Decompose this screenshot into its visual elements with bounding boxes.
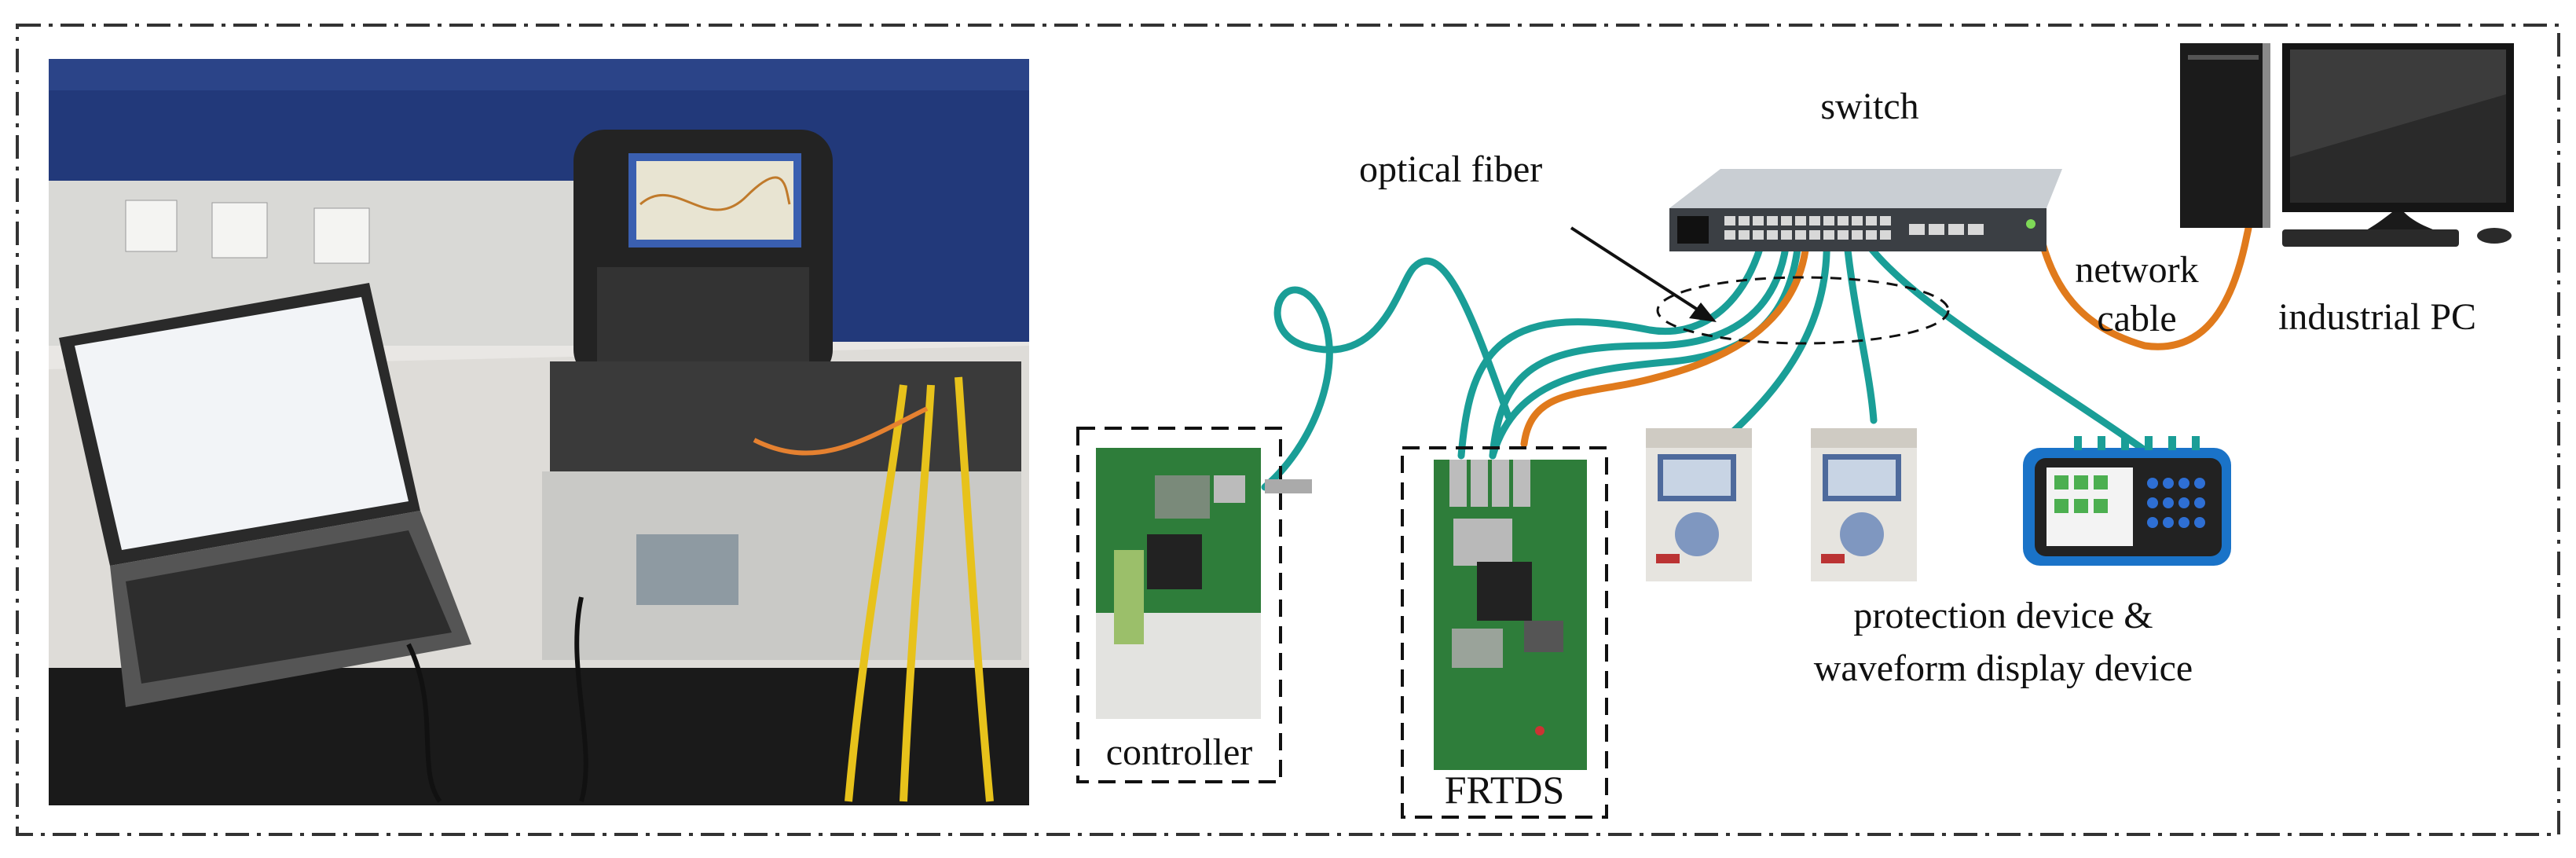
protection-device-icon xyxy=(1811,428,1917,581)
optical-fiber-pointer xyxy=(1570,226,1950,345)
protection-device-icon xyxy=(1646,428,1752,581)
network-cable-label-line2: cable xyxy=(2097,298,2177,339)
industrial-pc-label: industrial PC xyxy=(2278,296,2477,338)
frtds-dashed-box xyxy=(1401,446,1608,819)
pc-tower-icon xyxy=(2180,43,2270,228)
mouse-icon xyxy=(2477,228,2512,244)
waveform-display-device-icon xyxy=(2023,436,2231,566)
network-cable-label-line1: network xyxy=(2075,249,2199,291)
controller-board-icon xyxy=(1096,448,1312,719)
outer-border xyxy=(16,24,2560,836)
devices-label-line2: waveform display device xyxy=(1813,647,2193,689)
switch-icon xyxy=(1669,169,2062,251)
monitor-icon xyxy=(2282,43,2514,240)
devices-label-line1: protection device & xyxy=(1853,595,2153,636)
switch-label: switch xyxy=(1820,86,1919,127)
controller-label: controller xyxy=(1105,732,1253,773)
fiber-cables xyxy=(1261,232,2156,491)
frtds-label: FRTDS xyxy=(1444,768,1565,812)
controller-dashed-box xyxy=(1076,427,1282,783)
photo-of-test-bench xyxy=(49,59,1029,805)
keyboard-icon xyxy=(2282,229,2459,247)
frtds-board-icon xyxy=(1434,460,1587,770)
optical-fiber-label: optical fiber xyxy=(1359,148,1543,190)
